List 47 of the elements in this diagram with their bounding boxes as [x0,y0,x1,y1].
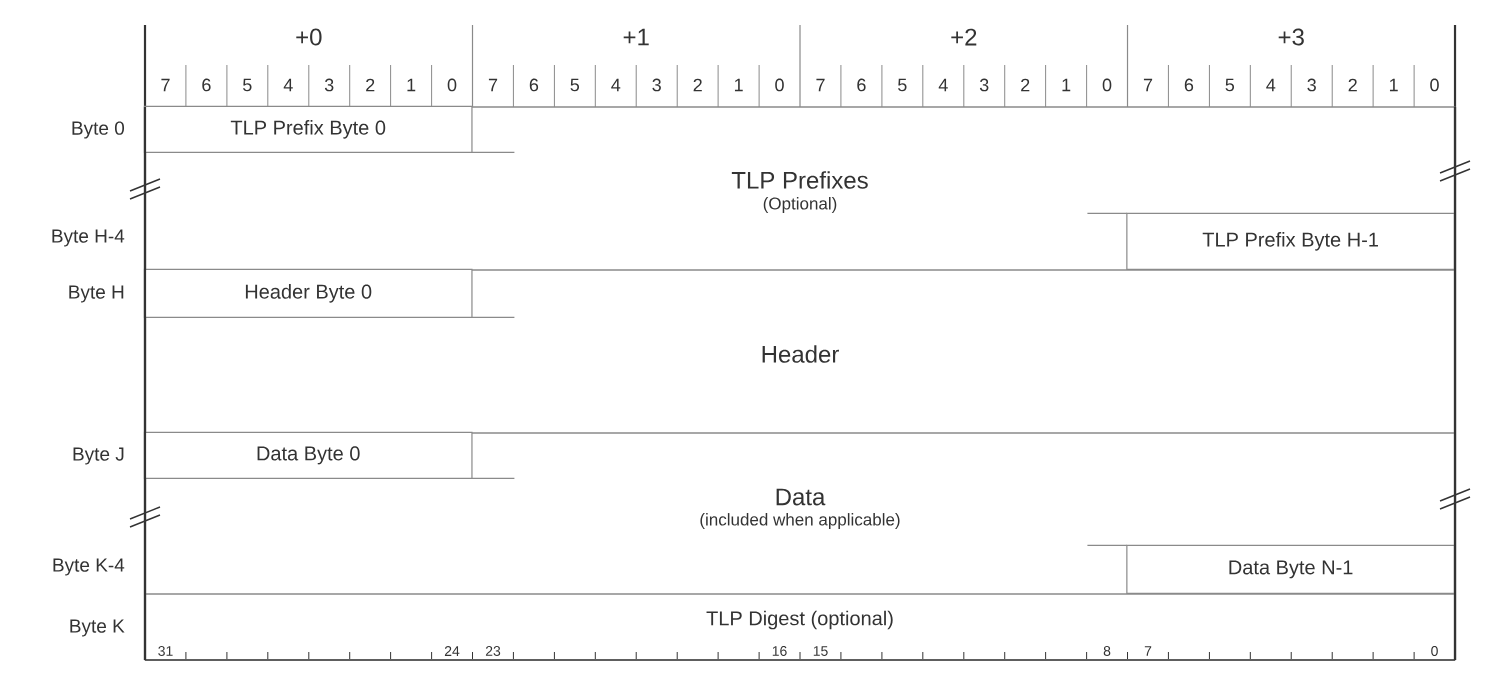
row-label: Byte J [73,447,124,465]
bit-number: 1 [1390,78,1398,92]
column-header: +1 [623,28,649,46]
byte-field-box: Header Byte 0 [143,268,515,318]
bit-number: 7 [1143,78,1153,92]
row-label: Byte 0 [72,121,125,139]
bit-number: 2 [693,78,702,92]
bit-number: 6 [529,78,539,92]
bit-number: 1 [734,78,743,92]
bit-number: 7 [816,78,825,92]
ruler-number: 0 [1431,646,1438,656]
column-header: +0 [296,28,322,46]
bit-number: 1 [1062,78,1071,92]
ruler-number: 16 [772,646,787,656]
row-label: Byte H [69,285,124,303]
bit-number: 4 [938,78,948,92]
row-label: Byte K [70,619,125,637]
column-header: +3 [1278,28,1304,46]
bit-number: 5 [1225,78,1235,92]
bit-number: 5 [570,78,580,92]
row-label: Byte H-4 [52,229,125,247]
byte-field-box: TLP Prefix Byte 0 [143,105,515,153]
bit-number: 2 [1348,78,1357,92]
ruler-number: 15 [813,646,828,656]
bit-number: 6 [857,78,866,92]
bit-number: 4 [611,78,621,92]
ruler-number: 7 [1144,646,1152,656]
bit-number: 0 [1102,78,1112,92]
ruler-number: 8 [1103,646,1111,656]
ruler-number: 24 [444,646,460,656]
bit-number: 0 [775,78,784,92]
column-header: +2 [951,28,977,46]
byte-field-box: TLP Prefix Byte H-1 [1086,212,1455,270]
ruler-number: 31 [158,646,173,656]
bit-number: 5 [898,78,907,92]
ruler-number: 23 [485,646,501,656]
bit-number: 3 [979,78,989,92]
bit-number: 3 [652,78,661,92]
bit-number: 7 [488,78,498,92]
bit-number: 6 [1184,78,1194,92]
byte-field-box: Data Byte 0 [143,431,515,479]
bit-number: 4 [1266,78,1276,92]
row-label: Byte K-4 [53,558,125,576]
byte-field-box: Data Byte N-1 [1086,544,1455,594]
bit-number: 2 [1021,78,1030,92]
bit-number: 3 [1307,78,1316,92]
bit-number: 0 [1430,78,1439,92]
